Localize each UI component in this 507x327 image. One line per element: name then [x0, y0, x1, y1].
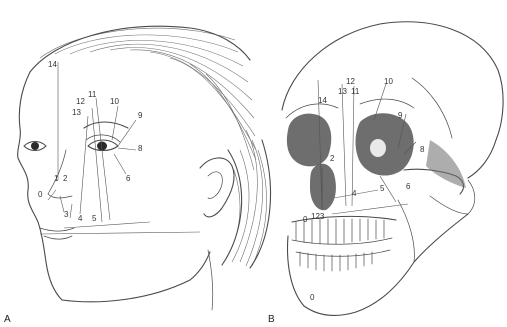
face-label-1: 1: [54, 174, 59, 183]
face-label-11: 11: [88, 90, 97, 99]
face-label-4: 4: [78, 214, 83, 223]
eyebrow: [84, 122, 128, 128]
skull-illustration: 12 13 11 10 14 9 8 2 4 5 6 0 123 0: [282, 22, 503, 316]
skull-label-5: 5: [380, 184, 385, 193]
skull-label-11: 11: [351, 87, 360, 96]
eye: [86, 135, 120, 151]
skull-label-13: 13: [338, 87, 347, 96]
skull-label-14: 14: [318, 96, 327, 105]
mouth: [40, 228, 74, 231]
skull-label-0-chin: 0: [310, 293, 315, 302]
face-labels: 14 12 11 13 10 9 8 6 0 1 2 3 4 5: [38, 60, 143, 223]
skull-label-12: 12: [346, 77, 355, 86]
skull-label-8: 8: [420, 145, 425, 154]
skull-label-4: 4: [352, 189, 357, 198]
nasal-aperture: [310, 164, 336, 211]
skull-label-10: 10: [384, 77, 393, 86]
face-label-9: 9: [138, 111, 143, 120]
panel-letter-a: A: [4, 314, 11, 325]
hair-strands: [40, 28, 271, 268]
face-measurement-lines: [40, 62, 200, 234]
nose: [48, 150, 72, 198]
skull-label-6: 6: [406, 182, 411, 191]
ear-outline: [200, 158, 234, 217]
neck-outline: [208, 250, 213, 310]
left-orbit: [287, 114, 331, 167]
face-label-10: 10: [110, 97, 119, 106]
face-label-5: 5: [92, 214, 97, 223]
face-label-8: 8: [138, 144, 143, 153]
jaw-outline: [62, 252, 210, 302]
skull-label-2: 2: [330, 154, 335, 163]
face-label-0: 0: [38, 190, 43, 199]
skull-label-9: 9: [398, 111, 403, 120]
skull-label-123: 123: [311, 212, 325, 221]
teeth: [292, 219, 392, 271]
forehead-outline: [30, 26, 250, 72]
face-label-2: 2: [63, 174, 68, 183]
face-label-14: 14: [48, 60, 57, 69]
face-label-12: 12: [76, 97, 85, 106]
mandible-outline: [288, 214, 468, 315]
face-profile-outline: [18, 72, 62, 300]
face-label-3: 3: [64, 210, 69, 219]
skull-label-0: 0: [303, 215, 308, 224]
face-label-6: 6: [126, 174, 131, 183]
panel-letter-b: B: [268, 314, 275, 325]
face-illustration: 14 12 11 13 10 9 8 6 0 1 2 3 4 5: [18, 26, 271, 310]
face-label-13: 13: [72, 108, 81, 117]
